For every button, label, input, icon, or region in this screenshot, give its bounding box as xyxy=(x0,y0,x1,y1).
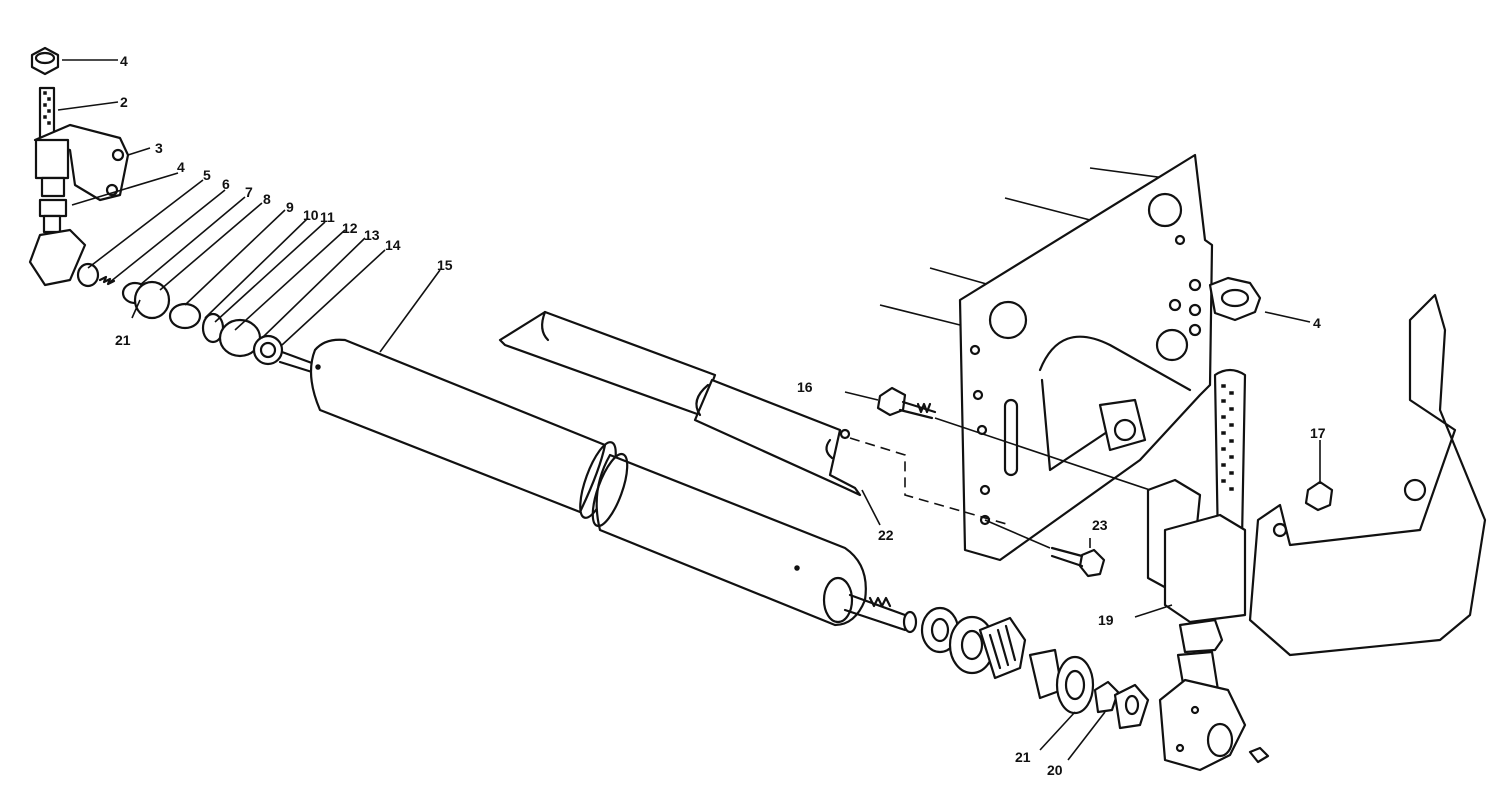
callout-13: 13 xyxy=(364,227,380,243)
hidden-lines xyxy=(849,417,1151,549)
callout-7: 7 xyxy=(245,184,253,200)
callout-4: 4 xyxy=(120,53,128,69)
callout-3: 3 xyxy=(155,140,163,156)
right-adjuster-assembly xyxy=(1146,276,1270,772)
callout-23: 23 xyxy=(1092,517,1108,533)
callout-9: 9 xyxy=(286,199,294,215)
callout-4: 4 xyxy=(1313,315,1321,331)
callout-6: 6 xyxy=(222,176,230,192)
callout-14: 14 xyxy=(385,237,401,253)
callout-12: 12 xyxy=(342,220,358,236)
callout-10: 10 xyxy=(303,207,319,223)
callout-19: 19 xyxy=(1098,612,1114,628)
right-bearing-stack xyxy=(920,606,1150,730)
callout-8: 8 xyxy=(263,191,271,207)
callout-20: 20 xyxy=(1047,762,1063,778)
callout-labels: 4 2 3 4 5 6 7 8 9 10 11 12 13 14 15 21 1… xyxy=(115,53,1326,778)
callout-2: 2 xyxy=(120,94,128,110)
right-bracket xyxy=(1248,293,1487,657)
callout-4: 4 xyxy=(177,159,185,175)
callout-11: 11 xyxy=(320,209,335,225)
callout-22: 22 xyxy=(878,527,894,543)
callout-5: 5 xyxy=(203,167,211,183)
scraper-shield xyxy=(498,310,862,497)
side-plate xyxy=(879,153,1214,562)
leader-lines xyxy=(57,59,1321,761)
roller xyxy=(309,338,918,634)
left-adjuster-assembly xyxy=(28,46,322,374)
callout-16: 16 xyxy=(797,379,813,395)
callout-21: 21 xyxy=(1015,749,1031,765)
callout-15: 15 xyxy=(437,257,453,273)
left-block xyxy=(28,228,87,287)
callout-21: 21 xyxy=(115,332,131,348)
callout-17: 17 xyxy=(1310,425,1326,441)
bolts xyxy=(876,386,1106,578)
